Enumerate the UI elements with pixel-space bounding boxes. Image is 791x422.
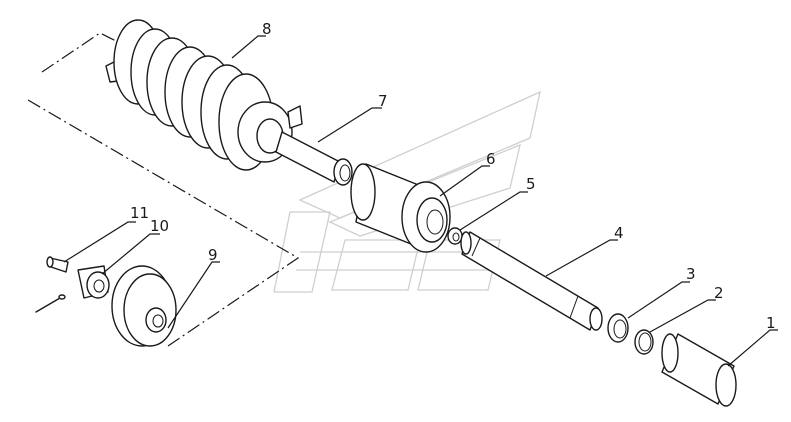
cylinder-flange <box>350 163 451 253</box>
spring-rod <box>275 131 353 186</box>
ring-part-3 <box>607 313 629 343</box>
idler-disc <box>111 265 177 347</box>
assembly-boundary-line <box>27 32 300 347</box>
recoil-spring <box>105 19 303 171</box>
label-part-5: 5 <box>526 175 536 193</box>
label-part-8: 8 <box>262 20 272 38</box>
watermark-logo <box>273 90 541 293</box>
label-part-4: 4 <box>614 224 624 242</box>
end-cylinder <box>661 333 737 407</box>
grease-fitting <box>35 256 69 313</box>
label-part-1: 1 <box>766 314 776 332</box>
o-ring <box>634 329 654 355</box>
part-number-labels: 1 2 3 4 5 6 7 8 9 10 11 <box>130 20 776 332</box>
leader-lines <box>63 35 778 367</box>
label-part-3: 3 <box>686 265 696 283</box>
nut <box>77 265 110 299</box>
long-shaft <box>460 231 603 331</box>
label-part-10: 10 <box>150 217 169 235</box>
label-part-2: 2 <box>714 284 724 302</box>
label-part-9: 9 <box>208 246 218 264</box>
label-part-7: 7 <box>378 92 388 110</box>
small-ring <box>447 227 463 245</box>
label-part-11: 11 <box>130 204 149 222</box>
label-part-6: 6 <box>486 150 496 168</box>
